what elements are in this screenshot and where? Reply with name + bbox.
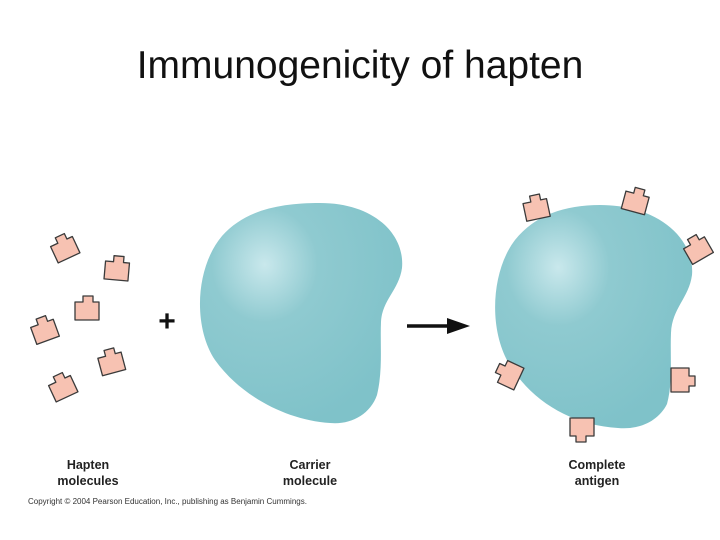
hapten-molecule <box>45 369 79 403</box>
bound-hapten <box>569 417 595 443</box>
hapten-molecules-label: Hapten molecules <box>18 457 158 489</box>
carrier-label-line1: Carrier <box>289 458 331 472</box>
diagram-title: Immunogenicity of hapten <box>136 44 584 87</box>
hapten-molecule <box>74 295 100 321</box>
complete-antigen-carrier <box>495 205 693 429</box>
carrier-molecule-label: Carrier molecule <box>240 457 380 489</box>
hapten-molecule <box>103 254 131 282</box>
copyright-notice: Copyright © 2004 Pearson Education, Inc.… <box>28 497 307 506</box>
plus-operator: + <box>158 305 176 338</box>
hapten-molecule <box>27 312 61 346</box>
antigen-label-line2: antigen <box>574 474 620 488</box>
bound-hapten <box>620 184 652 216</box>
bound-hapten <box>521 192 551 222</box>
carrier-molecule <box>199 203 403 424</box>
bound-hapten <box>670 367 696 393</box>
hapten-label-line2: molecules <box>57 474 119 488</box>
hapten-molecule <box>47 230 81 264</box>
antigen-label-line1: Complete <box>568 458 626 472</box>
complete-antigen-label: Complete antigen <box>527 457 667 489</box>
hapten-molecule <box>95 345 127 377</box>
hapten-label-line1: Hapten <box>66 458 110 472</box>
carrier-label-line2: molecule <box>282 474 338 488</box>
arrow-right-icon <box>407 318 470 334</box>
